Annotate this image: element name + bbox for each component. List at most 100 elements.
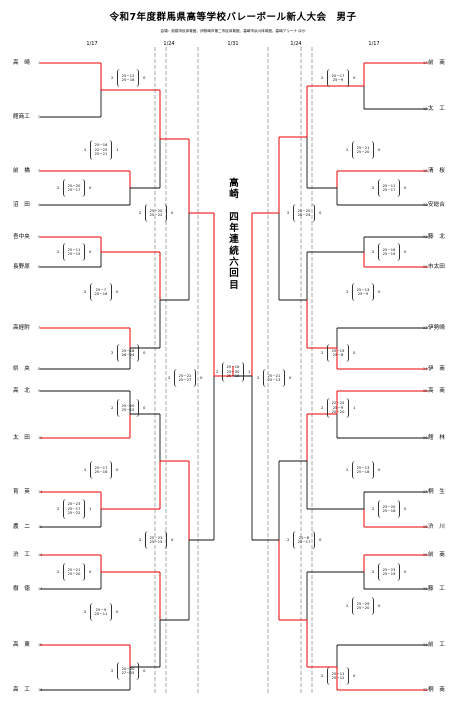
sets-won-left: 2: [84, 609, 87, 614]
left-team-5: 吾中央: [13, 234, 30, 240]
sets-won-right: 0: [404, 506, 407, 511]
banner-char: [228, 201, 240, 212]
set-score: 25－15: [226, 374, 240, 379]
banner-char: 続: [229, 245, 239, 257]
set-score: 25－15: [331, 348, 345, 353]
left-seed-14: 14: [38, 587, 43, 591]
sets-won-left: 2: [372, 185, 375, 190]
set-score: 25－23: [149, 535, 163, 540]
set-score: 25－16: [94, 292, 108, 296]
page-title: 令和7年度群馬県高等学校バレーボール新人大会 男子: [109, 12, 357, 23]
sets-won-left: 2: [139, 210, 142, 215]
banner-char: 崎: [229, 189, 239, 201]
sets-won-left: 2: [257, 375, 260, 380]
right-seed-2: 18: [423, 107, 428, 111]
sets-won-right: 0: [143, 668, 146, 673]
sets-won-right: 0: [200, 375, 203, 380]
left-seed-4: 4: [38, 203, 41, 207]
set-score: 25－20: [356, 606, 370, 610]
left-seed-2: 2: [38, 115, 41, 119]
set-score: 27－25: [121, 671, 135, 675]
set-score: 25－21: [356, 145, 370, 150]
sets-won-right: 0: [404, 249, 407, 254]
sets-won-left: 2: [216, 369, 219, 374]
right-seed-3: 19: [423, 169, 428, 173]
left-team-12: 農 二: [13, 524, 30, 530]
right-team-11: 桐 生: [428, 489, 445, 495]
banner-char: 年: [229, 223, 239, 235]
sets-won-left: 2: [57, 249, 60, 254]
set-score: 22－25: [331, 401, 345, 406]
sets-won-right: 1: [116, 147, 119, 152]
sets-won-left: 2: [111, 350, 114, 355]
round2-date-left: 1/24: [163, 41, 175, 47]
set-score: 25－16: [94, 470, 108, 474]
sets-won-right: 0: [89, 249, 92, 254]
set-score: 25－9: [332, 405, 344, 410]
set-score: 25－21: [67, 567, 81, 572]
right-team-9: 高 商: [428, 388, 445, 394]
banner-char: 連: [229, 234, 239, 246]
sets-won-right: 0: [378, 467, 381, 472]
sets-won-left: 2: [346, 289, 349, 294]
page-subtitle: 会場：前橋市民体育館、伊勢崎市第二市民体育館、高崎市浜川体育館、高崎アリーナ ほ…: [160, 29, 306, 33]
final-date: 1/31: [227, 41, 239, 47]
sets-won-left: 2: [372, 249, 375, 254]
left-seed-8: 8: [38, 367, 41, 371]
right-seed-7: 23: [423, 326, 428, 330]
sets-won-right: 0: [289, 375, 292, 380]
set-score: 25－17: [297, 540, 311, 544]
set-score: 25－19: [382, 252, 396, 256]
sets-won-left: 2: [168, 375, 171, 380]
right-team-3: 清 桜: [428, 168, 445, 174]
left-seed-16: 16: [38, 688, 43, 692]
sets-won-left: 2: [346, 603, 349, 608]
set-score: 25－8: [332, 353, 344, 357]
right-team-16: 桐 商: [428, 687, 445, 693]
set-score: 25－13: [267, 378, 281, 382]
set-score: 25－11: [67, 247, 81, 252]
set-score: 25－9: [95, 607, 107, 612]
sets-won-right: 1: [353, 405, 356, 410]
set-score: 25－17: [67, 506, 81, 511]
sets-won-right: 0: [404, 569, 407, 574]
set-score: 25－15: [149, 540, 163, 544]
banner-char: 六: [229, 257, 239, 269]
left-team-13: 渋 工: [13, 552, 30, 558]
sets-won-left: 2: [111, 75, 114, 80]
sets-won-left: 2: [57, 506, 60, 511]
set-score: 25－20: [356, 150, 370, 154]
left-team-16: 高 工: [13, 687, 30, 693]
set-score: 25－21: [267, 373, 281, 378]
right-team-6: 市太田: [428, 264, 445, 270]
right-team-2: 太 工: [428, 106, 445, 112]
set-score: 25－21: [94, 152, 108, 157]
set-score: 25－17: [382, 188, 396, 192]
right-team-1: 前 商: [428, 60, 445, 66]
left-seed-12: 12: [38, 525, 43, 529]
right-team-7: 伊勢崎: [428, 325, 445, 331]
set-score: 26－24: [121, 353, 135, 357]
sets-won-right: 0: [89, 185, 92, 190]
left-seed-3: 3: [38, 169, 41, 173]
left-team-1: 高 崎: [13, 60, 30, 66]
sets-won-right: 0: [143, 75, 146, 80]
sets-won-right: 0: [404, 185, 407, 190]
sets-won-right: 1: [248, 369, 251, 374]
sets-won-right: 0: [116, 467, 119, 472]
right-team-5: 藤 北: [428, 234, 445, 240]
set-score: 25－30: [226, 369, 240, 374]
